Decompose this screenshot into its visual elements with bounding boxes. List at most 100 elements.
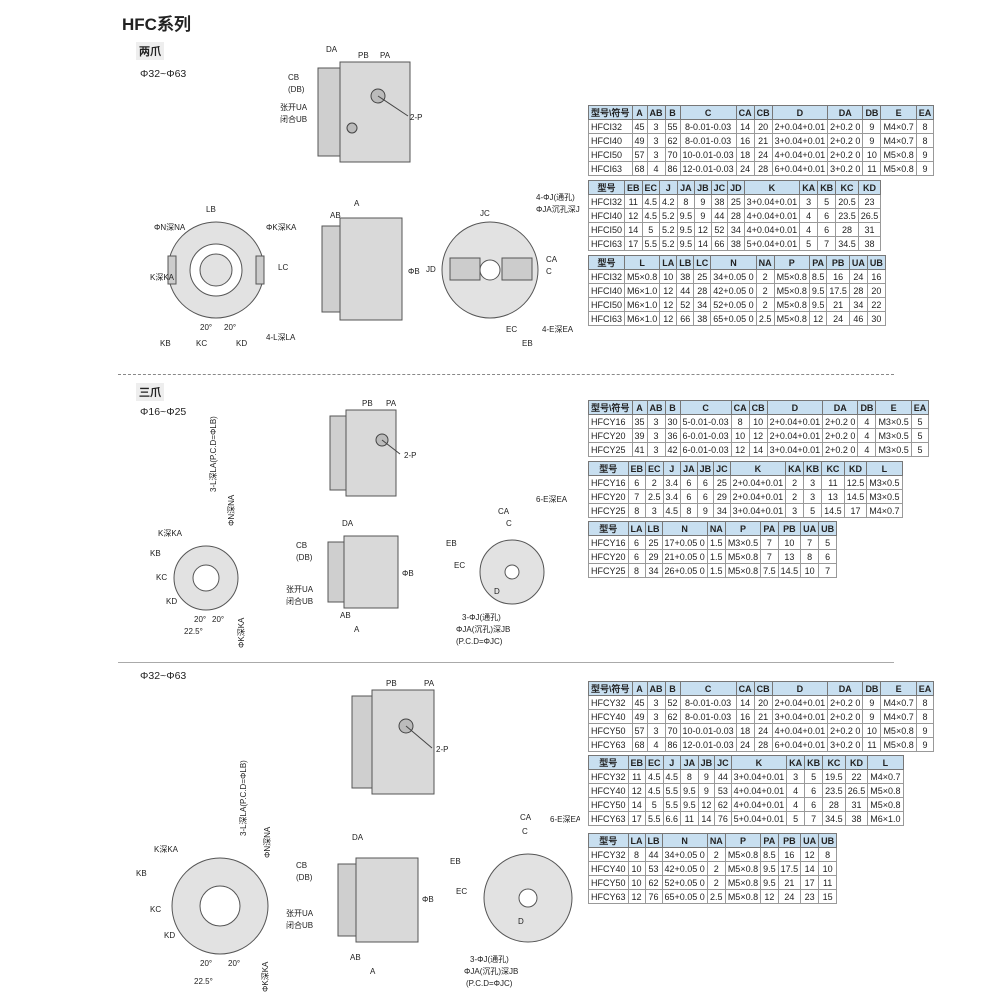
- table-cell: 2+0.2 0: [822, 442, 859, 457]
- table-cell: 10: [777, 535, 802, 550]
- table-cell: M4×0.7: [866, 503, 903, 518]
- column-header: A: [631, 681, 648, 696]
- table-cell: 8: [676, 194, 696, 209]
- table-cell: 4+0.04+0.01: [743, 222, 801, 237]
- table-cell: 11: [818, 875, 838, 890]
- lbl-s2-eb: EB: [446, 539, 457, 548]
- table-cell: 4: [799, 222, 819, 237]
- table-cell: M5×0.8: [724, 889, 762, 904]
- table-cell: M5×0.8: [773, 311, 810, 326]
- table-cell: 21+0.05 0: [661, 549, 708, 564]
- lbl-s3-cb: CB: [296, 861, 307, 870]
- column-header: 型号: [588, 755, 629, 770]
- table-cell: 49: [631, 709, 648, 724]
- table-cell: 9: [915, 723, 935, 738]
- lbl-s1-a2: 20°: [224, 323, 236, 332]
- table-cell: 16: [735, 133, 755, 148]
- lbl-s2-2p: 2-P: [404, 451, 416, 460]
- column-header: UA: [848, 255, 868, 270]
- table-cell: 28: [822, 797, 846, 812]
- table-cell: 66: [710, 236, 729, 251]
- table-cell: 66: [676, 311, 695, 326]
- table-cell: 8: [627, 847, 646, 862]
- table-cell: 10-0.01-0.03: [679, 147, 737, 162]
- table-cell: 23.5: [822, 783, 846, 798]
- column-header: JB: [696, 461, 715, 476]
- table-cell: 10: [730, 428, 750, 443]
- table-cell: 9.5: [760, 875, 779, 890]
- table-cell: 12: [800, 847, 820, 862]
- table-cell: 5.5: [641, 236, 661, 251]
- table-cell: 2: [785, 475, 805, 490]
- table-cell: 3: [803, 489, 823, 504]
- table-cell: 6-0.01-0.03: [679, 442, 732, 457]
- column-header: LB: [676, 255, 695, 270]
- table-cell: HFCY63: [588, 737, 633, 752]
- table-cell: 6: [696, 489, 715, 504]
- table-cell: 11: [862, 737, 882, 752]
- table-cell: HFCY25: [588, 442, 633, 457]
- table-cell: 12-0.01-0.03: [679, 737, 737, 752]
- table-cell: 3: [646, 147, 666, 162]
- table-cell: 4: [857, 414, 877, 429]
- lbl-s3-6e: 6-E深EA: [550, 815, 580, 824]
- table-cell: 22: [844, 769, 869, 784]
- table-cell: HFCI32: [587, 269, 626, 284]
- table-cell: 5: [645, 797, 664, 812]
- table-cell: M5×0.8: [724, 861, 762, 876]
- table-cell: 9: [915, 737, 935, 752]
- lbl-s2-kka: K深KA: [158, 529, 183, 538]
- table-cell: 38: [693, 311, 712, 326]
- column-header: KA: [785, 461, 805, 476]
- table-cell: HFCI32: [587, 194, 626, 209]
- column-header: KD: [857, 180, 882, 195]
- table-cell: M3×0.5: [866, 489, 903, 504]
- table-cell: 28: [753, 161, 773, 176]
- table-cell: 3: [646, 119, 666, 134]
- table-cell: 17+0.05 0: [661, 535, 708, 550]
- column-header: KB: [804, 755, 824, 770]
- lbl-s1-pb: PB: [358, 51, 369, 60]
- table-cell: 7: [817, 236, 837, 251]
- table-cell: 7: [800, 535, 820, 550]
- table-cell: 86: [664, 737, 681, 752]
- lbl-s1-jc: JC: [480, 209, 490, 218]
- table-cell: 35: [631, 414, 648, 429]
- table-cell: 42+0.05 0: [661, 861, 708, 876]
- table-cell: 9.5: [676, 236, 696, 251]
- table-cell: HFCY32: [588, 847, 629, 862]
- table-cell: 3+0.04+0.01: [766, 442, 824, 457]
- column-header: PA: [760, 833, 779, 848]
- column-header: J: [662, 755, 682, 770]
- table-cell: 25: [713, 475, 731, 490]
- table-cell: 14: [748, 442, 768, 457]
- table-cell: 7: [627, 489, 647, 504]
- table-cell: 31: [844, 797, 869, 812]
- table-cell: 5: [910, 414, 930, 429]
- table-cell: 2: [785, 489, 805, 504]
- column-header: E: [880, 681, 917, 696]
- column-header: PA: [760, 521, 779, 536]
- column-header: JA: [680, 461, 698, 476]
- table-cell: 3.4: [662, 475, 682, 490]
- table-cell: 20: [753, 695, 773, 710]
- table-cell: 2+0.2 0: [822, 428, 859, 443]
- table-cell: 28: [727, 208, 745, 223]
- lbl-s2-kb: KB: [150, 549, 161, 558]
- lbl-s3-ja: ΦJA(沉孔)深JB: [464, 967, 518, 976]
- table-cell: 24: [753, 723, 773, 738]
- column-header: D: [771, 105, 829, 120]
- table-cell: HFCI40: [587, 208, 626, 223]
- table-cell: M6×1.0: [624, 311, 661, 326]
- table-cell: 38: [727, 236, 745, 251]
- table-cell: M3×0.5: [875, 414, 912, 429]
